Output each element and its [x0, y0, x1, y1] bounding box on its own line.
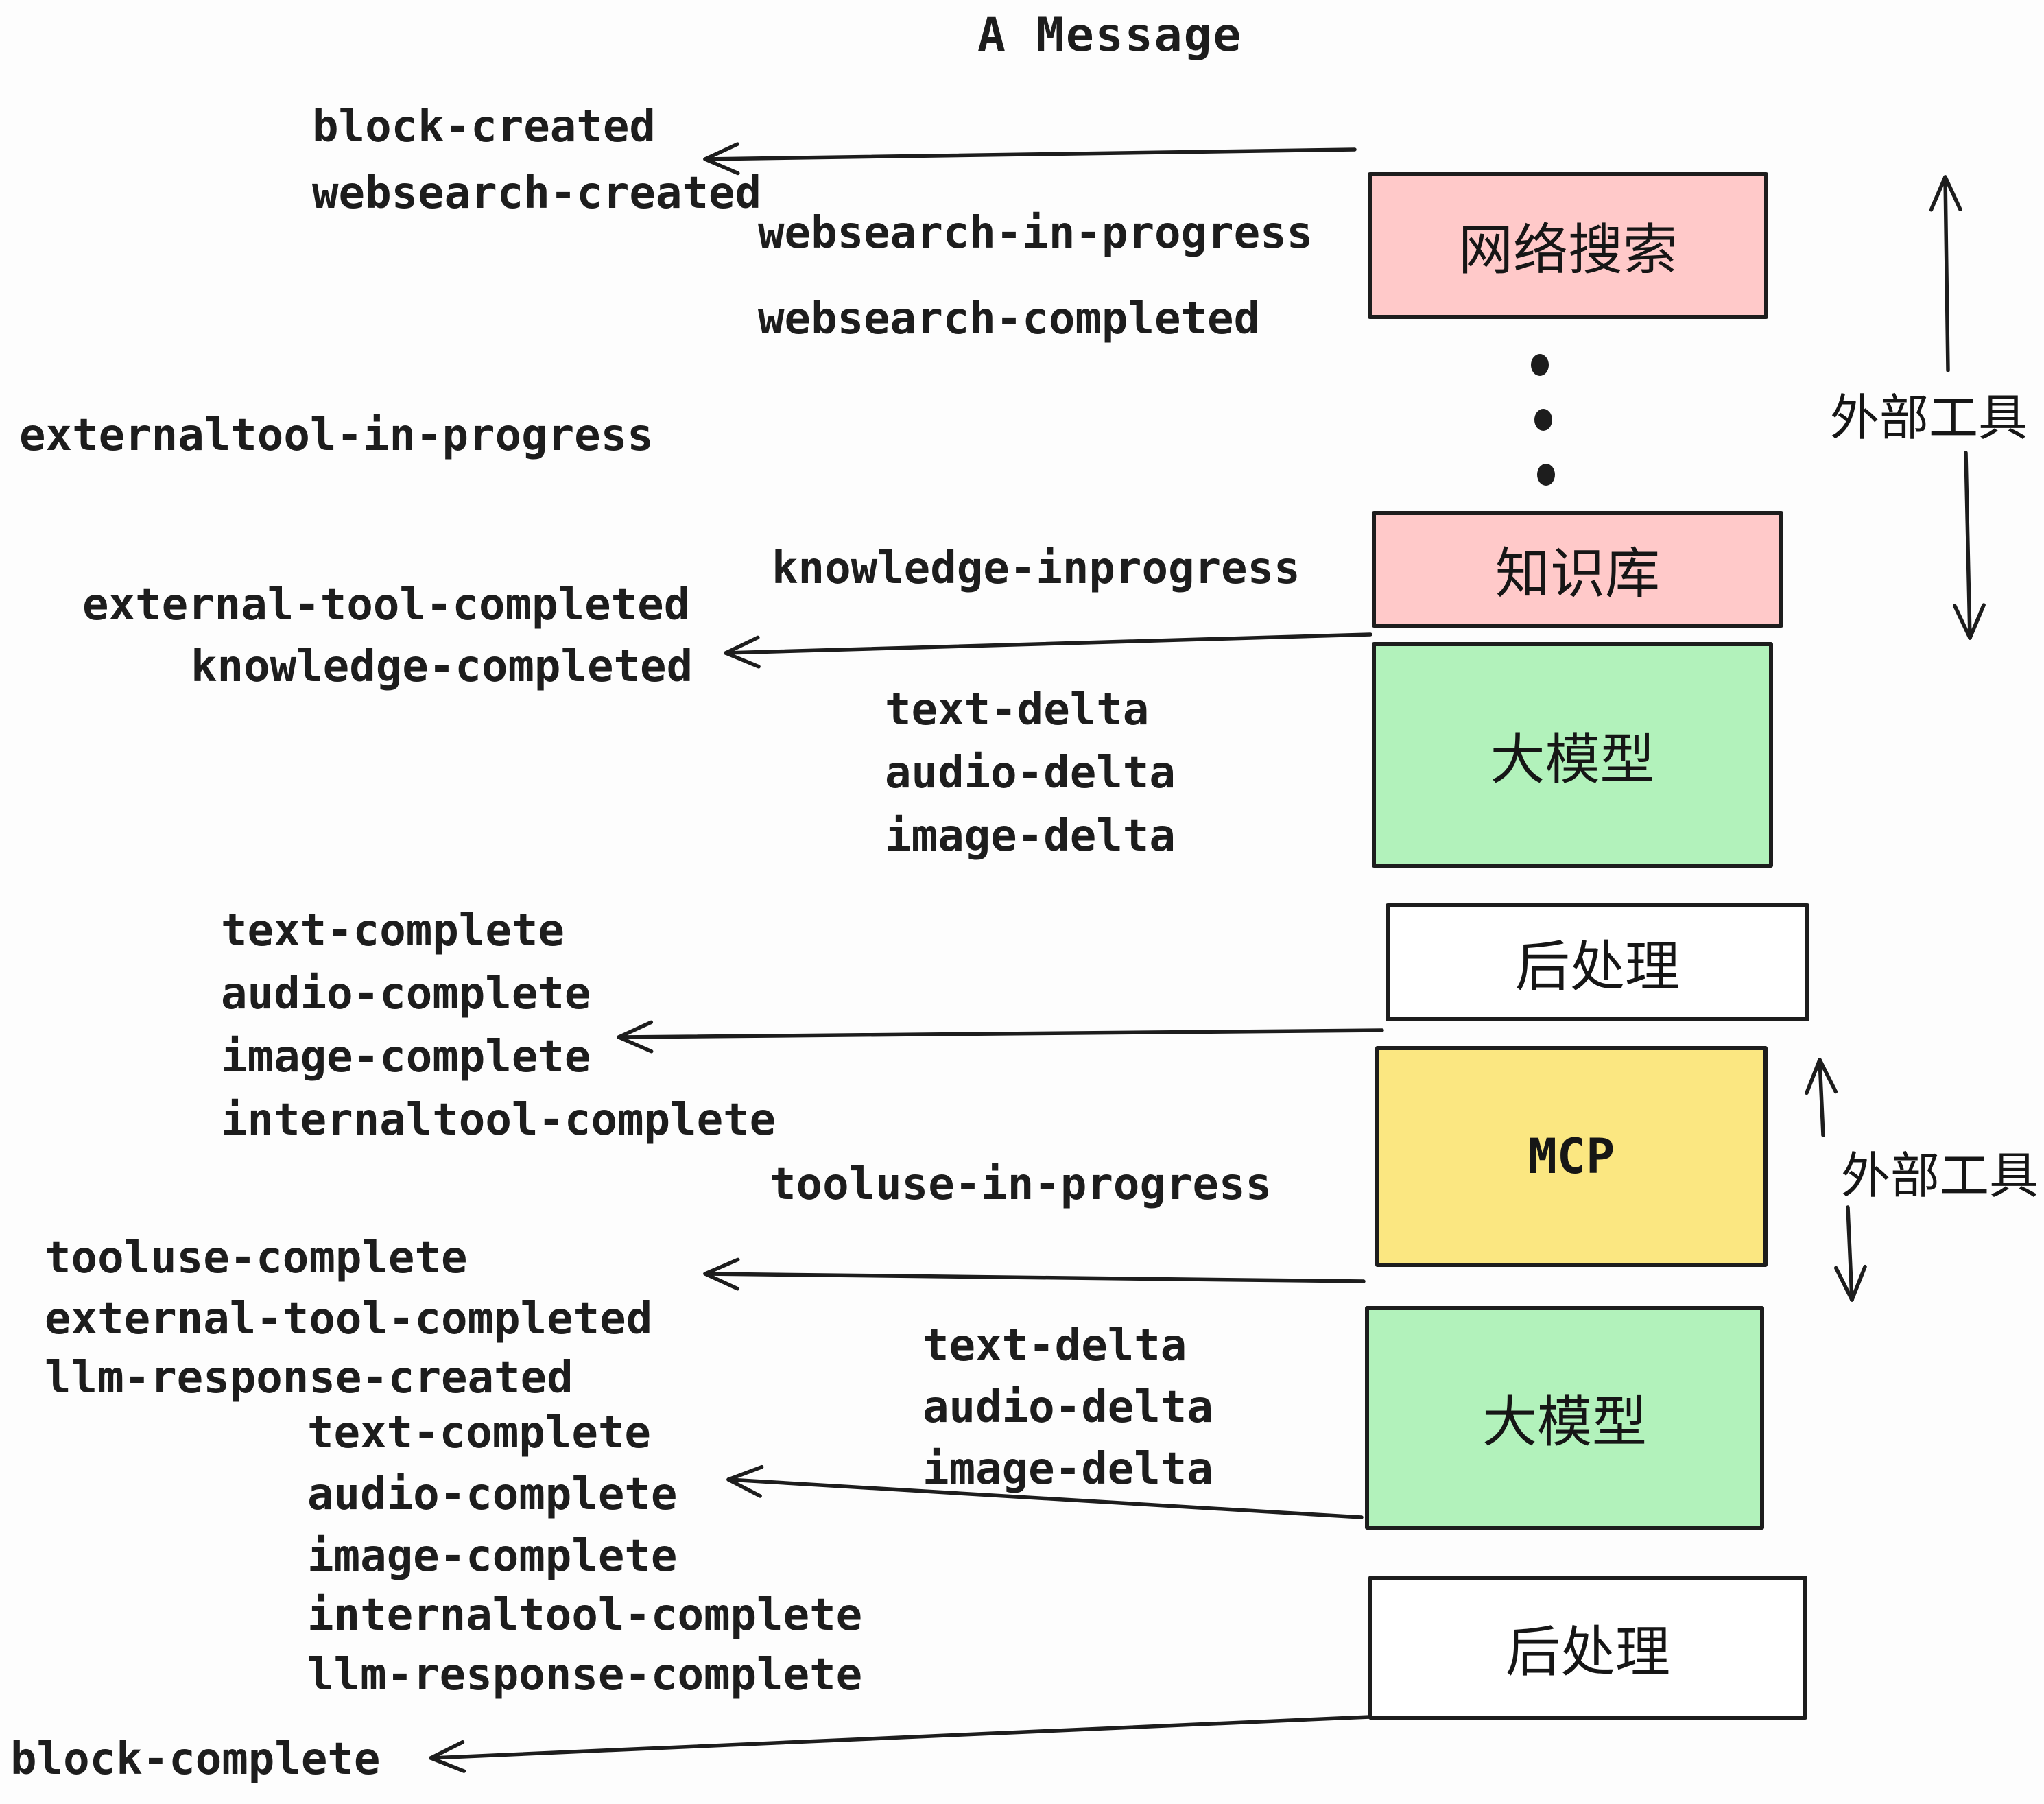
box-postprocess-2: 后处理 [1368, 1576, 1807, 1720]
external-tools-up-arrow-2-head [1805, 1058, 1822, 1095]
event-label-tooluse-in-progress: tooluse-in-progress [770, 1159, 1272, 1210]
event-label-externaltool-in-progress: externaltool-in-progress [19, 410, 654, 461]
diagram-title: A Message [977, 8, 1243, 62]
event-label-image-delta: image-delta [923, 1444, 1213, 1495]
external-tools-down-arrow-2-head [1833, 1266, 1854, 1302]
box-label-knowledge-base: 知识库 [1495, 542, 1660, 606]
event-label-audio-delta: audio-delta [885, 748, 1176, 798]
knowledge-completed-arrow-head [724, 635, 760, 655]
side-label-external-tools-2: 外部工具 [1841, 1147, 2039, 1204]
box-label-postprocess-2: 后处理 [1506, 1620, 1670, 1684]
external-tools-up-arrow-1-head [1929, 175, 1947, 212]
external-tools-up-arrow-2-head [1818, 1058, 1838, 1094]
event-label-llm-response-created: llm-response-created [45, 1353, 573, 1403]
knowledge-completed-arrow [724, 632, 1372, 655]
websearch-created-arrow-head [703, 142, 739, 161]
external-tools-down-arrow-2 [1846, 1205, 1854, 1302]
box-llm-2: 大模型 [1365, 1306, 1764, 1530]
external-tools-down-arrow-2-head [1850, 1264, 1867, 1302]
box-label-postprocess-1: 后处理 [1515, 935, 1680, 999]
external-tools-down-arrow-1 [1964, 451, 1972, 640]
block-complete-arrow-head [429, 1740, 465, 1760]
box-postprocess-1: 后处理 [1386, 903, 1809, 1021]
event-label-llm-response-complete: llm-response-complete [307, 1650, 863, 1700]
event-label-websearch-created: websearch-created [312, 168, 762, 219]
event-label-text-complete: text-complete [307, 1408, 651, 1458]
event-label-external-tool-completed: external-tool-completed [45, 1294, 653, 1344]
ellipsis-dot-2 [1534, 409, 1552, 431]
event-label-knowledge-completed: knowledge-completed [191, 641, 693, 692]
ellipsis-dot-3 [1537, 464, 1555, 486]
event-label-websearch-completed: websearch-completed [758, 294, 1261, 344]
knowledge-completed-arrow-head [724, 651, 761, 669]
tooluse-complete-arrow-head [703, 1257, 740, 1276]
box-llm-1: 大模型 [1372, 642, 1773, 868]
box-label-llm-1: 大模型 [1490, 727, 1655, 792]
box-knowledge-base: 知识库 [1372, 511, 1783, 628]
block-complete-arrow [429, 1715, 1372, 1760]
external-tools-up-arrow-1-head [1943, 175, 1962, 211]
ellipsis-dot-1 [1531, 354, 1549, 376]
event-label-internaltool-complete: internaltool-complete [307, 1590, 863, 1641]
box-label-websearch: 网络搜索 [1458, 218, 1678, 282]
box-websearch: 网络搜索 [1368, 172, 1768, 319]
event-label-external-tool-completed: external-tool-completed [82, 580, 691, 630]
event-label-internaltool-complete: internaltool-complete [221, 1095, 776, 1146]
websearch-created-arrow-head [703, 157, 740, 176]
external-tools-down-arrow-1-head [1952, 604, 1972, 640]
external-tools-up-arrow-2 [1818, 1058, 1825, 1137]
event-label-image-complete: image-complete [307, 1531, 678, 1582]
image-complete-arrow [617, 1028, 1384, 1039]
websearch-created-arrow [703, 147, 1357, 161]
box-mcp: MCP [1375, 1046, 1768, 1267]
event-label-block-complete: block-complete [10, 1734, 381, 1785]
event-label-text-delta: text-delta [885, 685, 1150, 735]
event-label-knowledge-inprogress: knowledge-inprogress [772, 543, 1300, 594]
box-label-llm-2: 大模型 [1482, 1390, 1647, 1454]
event-label-audio-complete: audio-complete [221, 969, 591, 1019]
event-label-audio-delta: audio-delta [923, 1382, 1213, 1433]
tooluse-complete-arrow-head [703, 1272, 739, 1291]
event-label-image-delta: image-delta [885, 811, 1176, 862]
external-tools-up-arrow-1 [1943, 175, 1950, 372]
external-tools-down-arrow-1-head [1968, 603, 1986, 640]
image-complete-arrow-head [617, 1035, 654, 1054]
audio-complete-arrow [726, 1477, 1364, 1519]
tooluse-complete-arrow [703, 1272, 1366, 1283]
side-label-external-tools-1: 外部工具 [1830, 389, 2028, 447]
event-label-text-delta: text-delta [923, 1320, 1187, 1371]
block-complete-arrow-head [429, 1756, 466, 1773]
box-label-mcp: MCP [1528, 1128, 1615, 1185]
audio-complete-arrow-head [726, 1464, 764, 1482]
event-label-image-complete: image-complete [221, 1032, 591, 1082]
event-label-tooluse-complete: tooluse-complete [45, 1233, 468, 1283]
event-label-websearch-in-progress: websearch-in-progress [758, 208, 1314, 259]
event-label-block-created: block-created [312, 102, 656, 152]
image-complete-arrow-head [617, 1020, 654, 1039]
audio-complete-arrow-head [726, 1477, 762, 1498]
event-label-audio-complete: audio-complete [307, 1469, 678, 1520]
event-label-text-complete: text-complete [221, 905, 565, 956]
